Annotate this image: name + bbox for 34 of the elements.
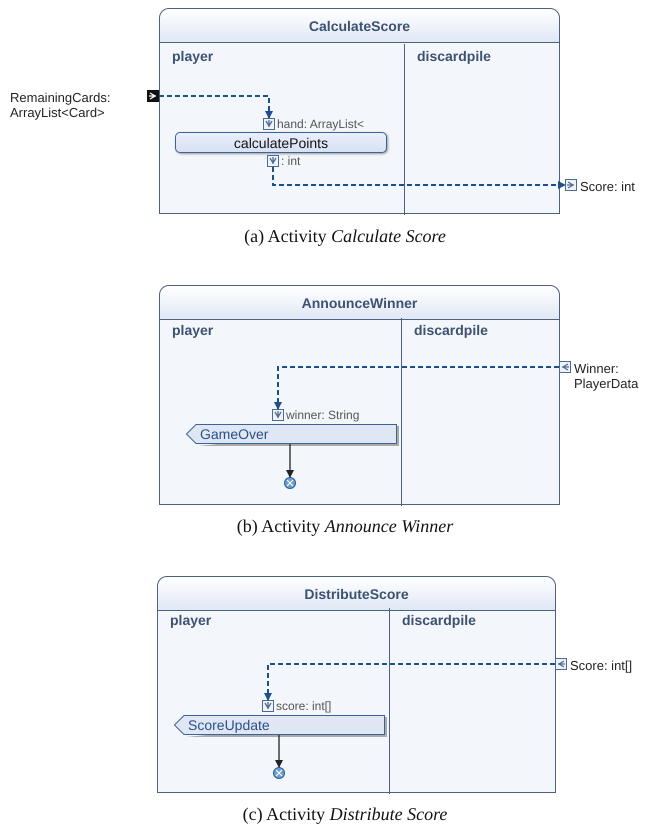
activity-frame: [159, 285, 560, 505]
lane-label: player: [170, 612, 212, 628]
figure-caption: (b) Activity Announce Winner: [236, 516, 454, 537]
send-signal-shape: GameOver: [186, 424, 397, 444]
flow-final-node: [273, 767, 285, 779]
lane-label: player: [172, 322, 214, 338]
arrow: [274, 366, 559, 410]
figure-caption: (a) Activity Calculate Score: [243, 226, 447, 247]
parameter-label: Winner: PlayerData: [574, 361, 640, 391]
activity-frame: [159, 8, 560, 214]
parameter-label: Score: int: [580, 179, 636, 194]
flow-final-node: [284, 477, 296, 489]
action-box: calculatePoints: [175, 132, 387, 153]
figure-caption: (c) Activity Distribute Score: [242, 804, 448, 825]
parameter-label: RemainingCards: ArrayList<Card>: [10, 90, 112, 120]
lane-label: discardpile: [417, 48, 491, 64]
arrow: [272, 167, 566, 189]
lane-label: discardpile: [402, 612, 476, 628]
parameter-label: Score: int[]: [570, 658, 634, 673]
lane-label: discardpile: [414, 322, 488, 338]
activity-title: CalculateScore: [160, 9, 559, 43]
send-signal-shape: ScoreUpdate: [174, 715, 385, 735]
activity-title: AnnounceWinner: [160, 286, 559, 320]
pin-label: winner: String: [286, 408, 360, 422]
arrow: [264, 663, 555, 701]
arrow: [159, 95, 273, 119]
arrow: [286, 444, 294, 478]
pin-label: hand: ArrayList<: [277, 117, 364, 131]
arrow: [275, 735, 283, 768]
lane-label: player: [172, 48, 214, 64]
pin-label: : int: [281, 154, 300, 168]
pin-label: score: int[]: [276, 699, 332, 713]
activity-title: DistributeScore: [158, 577, 555, 611]
activity-frame: [157, 576, 556, 793]
